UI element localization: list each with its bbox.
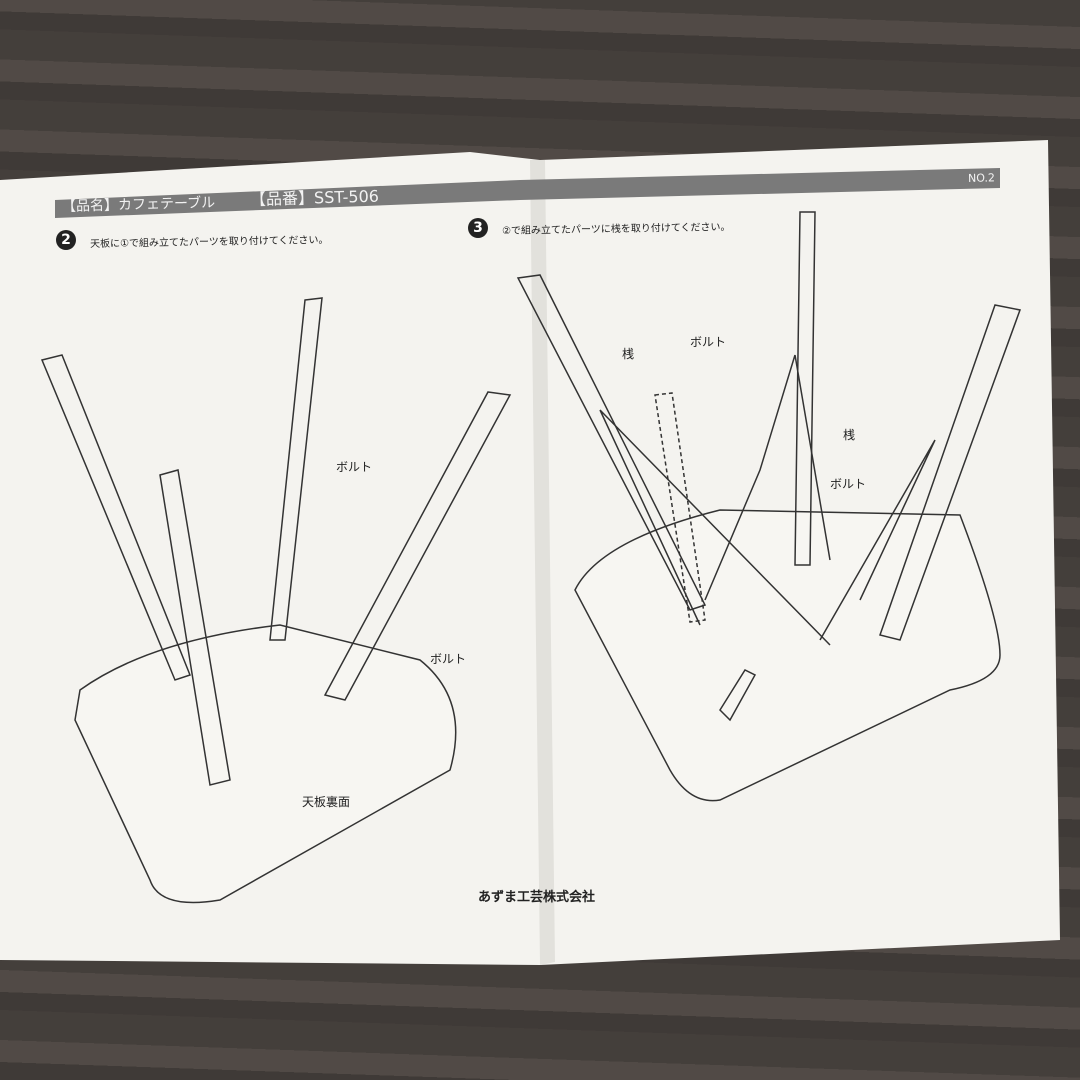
brace-label: 桟: [622, 347, 635, 361]
leg: [794, 211, 816, 566]
bolt-label: ボルト: [690, 335, 727, 349]
brace: [599, 354, 936, 646]
tabletop-right: [574, 509, 1001, 802]
step3-number: 3: [468, 218, 488, 238]
bolt-label: ボルト: [430, 652, 467, 666]
leg: [159, 469, 231, 786]
leg: [269, 297, 323, 641]
page-number: NO.2: [967, 171, 996, 185]
tabletop-left: [74, 624, 457, 904]
product-number: 【品番】SST-506: [249, 186, 380, 209]
leg: [879, 304, 1022, 641]
leg: [323, 391, 512, 701]
company-name: あずま工芸株式会社: [478, 890, 596, 905]
step2-diagram: [40, 297, 512, 904]
brace-label: 桟: [843, 428, 856, 442]
leg: [516, 274, 707, 611]
step2-number: 2: [56, 230, 76, 250]
header-bar: [55, 168, 1000, 218]
brace-spare: [719, 669, 757, 722]
step3-diagram: [516, 211, 1022, 802]
product-name: 【品名】カフェテーブル: [61, 194, 216, 215]
leg: [654, 392, 706, 623]
bolt-label: ボルト: [830, 477, 867, 491]
leg: [40, 354, 191, 681]
tabletop-underside-label: 天板裏面: [302, 795, 351, 809]
bolt-label: ボルト: [336, 460, 373, 474]
